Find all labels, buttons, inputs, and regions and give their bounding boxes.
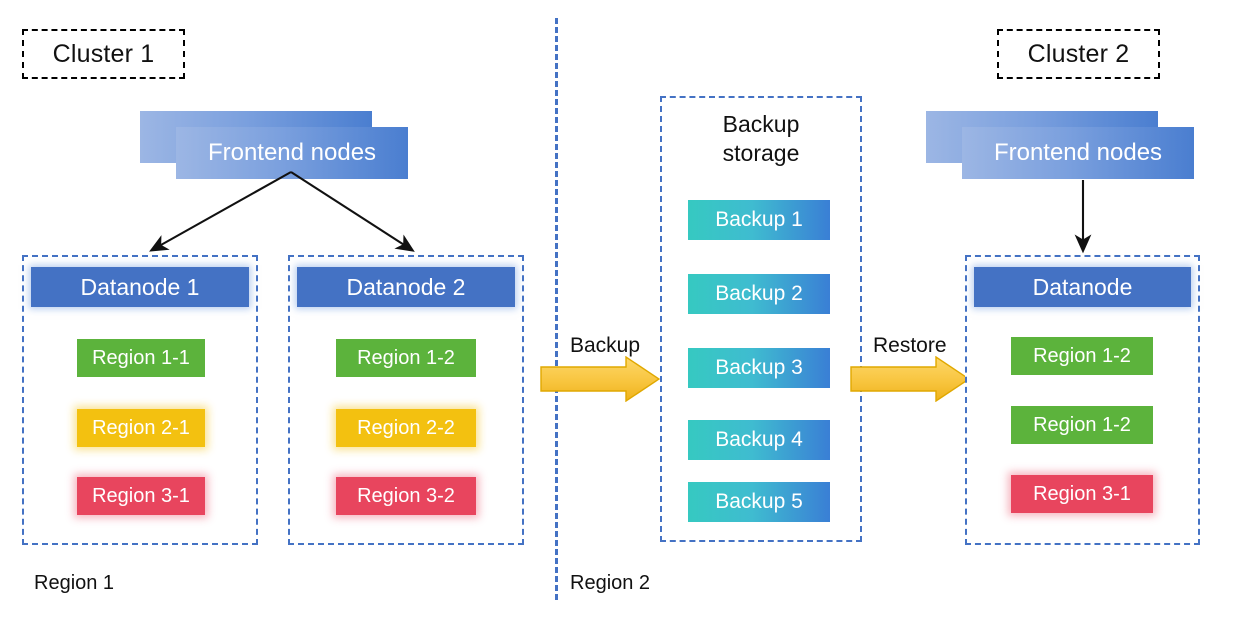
backup-chip[interactable]: Backup 3: [688, 348, 830, 388]
restore-flow-label: Restore: [873, 334, 947, 357]
restore-flow-arrow: [850, 356, 970, 402]
backup-flow-label: Backup: [570, 334, 641, 357]
region-1-caption: Region 1: [34, 572, 115, 594]
region-chip[interactable]: Region 3-1: [77, 477, 205, 515]
datanode-2-header[interactable]: Datanode 2: [297, 267, 515, 307]
backup-storage-title-line-2: storage: [722, 139, 800, 166]
backup-chip[interactable]: Backup 1: [688, 200, 830, 240]
region-chip[interactable]: Region 1-2: [1011, 337, 1153, 375]
cluster-2-label-text: Cluster 2: [1027, 39, 1130, 68]
backup-chip[interactable]: Backup 4: [688, 420, 830, 460]
frontend-plate-front: Frontend nodes: [176, 127, 408, 179]
backup-chip[interactable]: Backup 5: [688, 482, 830, 522]
region-chip[interactable]: Region 2-2: [336, 409, 476, 447]
backup-storage-container: [660, 96, 862, 542]
backup-chip[interactable]: Backup 2: [688, 274, 830, 314]
arrow-frontend-to-datanode-2: [290, 171, 415, 252]
backup-storage-title: Backup storage: [660, 110, 862, 167]
backup-storage-title-line-1: Backup: [722, 111, 800, 137]
region-chip[interactable]: Region 1-1: [77, 339, 205, 377]
frontend-plate-front: Frontend nodes: [962, 127, 1194, 179]
region-chip[interactable]: Region 2-1: [77, 409, 205, 447]
cluster-2-frontend-nodes[interactable]: Frontend nodes: [926, 111, 1194, 179]
region-chip[interactable]: Region 1-2: [1011, 406, 1153, 444]
region-chip[interactable]: Region 3-1: [1011, 475, 1153, 513]
cluster-1-label-text: Cluster 1: [52, 39, 155, 68]
region-2-caption: Region 2: [570, 572, 651, 594]
datanode-1-header[interactable]: Datanode 1: [31, 267, 249, 307]
region-chip[interactable]: Region 3-2: [336, 477, 476, 515]
arrow-frontend-to-datanode-1: [149, 171, 292, 252]
cluster-1-frontend-nodes[interactable]: Frontend nodes: [140, 111, 408, 179]
cluster-2-datanode-header[interactable]: Datanode: [974, 267, 1191, 307]
region-chip[interactable]: Region 1-2: [336, 339, 476, 377]
region-divider: [555, 18, 558, 600]
cluster-2-label: Cluster 2: [997, 29, 1160, 79]
backup-flow-arrow: [540, 356, 660, 402]
cluster-1-label: Cluster 1: [22, 29, 185, 79]
